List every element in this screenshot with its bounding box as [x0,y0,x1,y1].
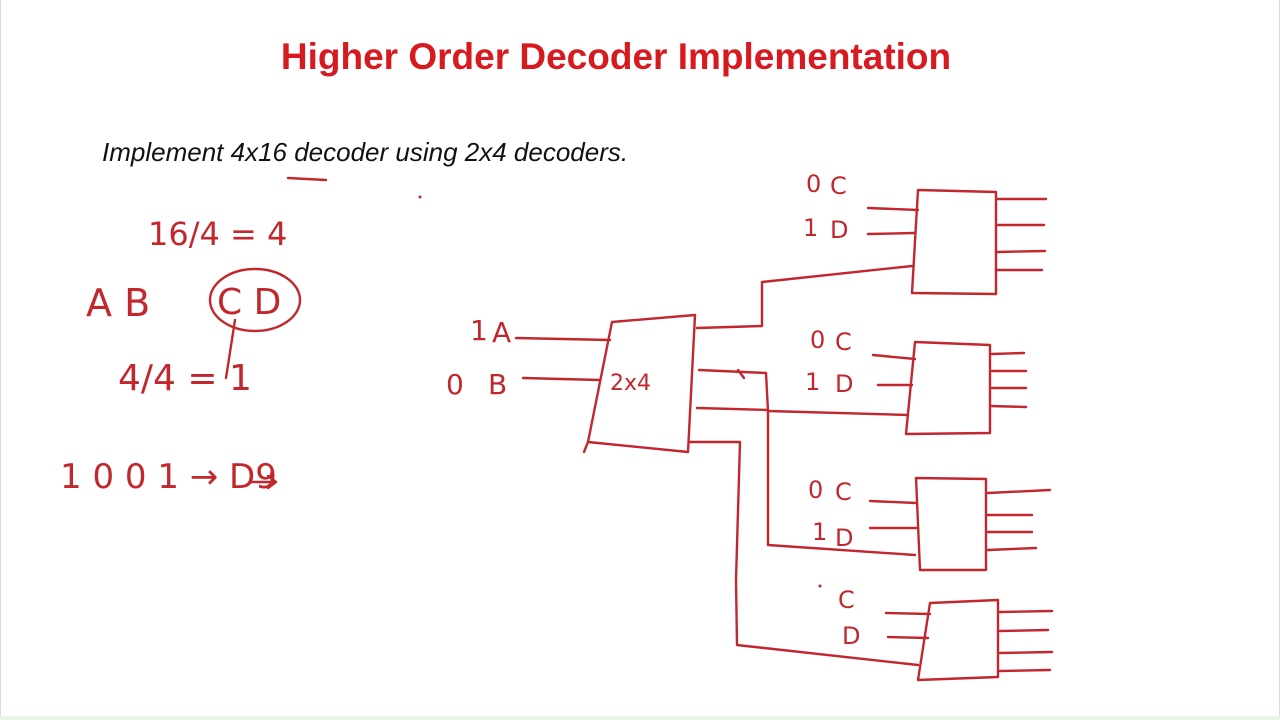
d1-name-d: D [830,216,848,244]
wire-output-1 [697,368,910,417]
input-bit-b: 0 [446,368,464,401]
input-line-b [521,376,602,382]
d1-bit-c: 0 [806,170,821,198]
input-line-a [514,336,612,342]
decoder-box-first-stage [586,313,697,454]
slide-subtitle: Implement 4x16 decoder using 2x4 decoder… [102,137,629,167]
d4-name-d: D [842,622,860,650]
annotation-example: 1 0 0 1 → D9 [60,457,277,497]
bottom-strip [0,716,1280,720]
annotation-ratio-16-4: 16/4 = 4 [148,215,287,253]
wire-output-3 [688,440,920,667]
d3-bit-c: 0 [808,476,823,504]
underline-mark [286,176,328,182]
d2-bit-c: 0 [810,326,825,354]
d1-name-c: C [830,172,847,200]
d1-bit-d: 1 [803,214,818,242]
d2-name-c: C [835,328,852,356]
input-name-a: A [492,316,511,349]
wire-output-0 [695,264,914,330]
circle-mark [208,267,302,333]
wire-output-2 [695,406,917,557]
input-name-b: B [488,368,507,401]
d2-bit-d: 1 [805,368,820,396]
decoder-box-2 [904,340,992,436]
d3-bit-d: 1 [812,518,827,546]
input-bit-a: 1 [470,314,488,347]
decoder-box-4 [916,598,1000,682]
decoder-box-3 [914,476,988,572]
d3-name-d: D [835,524,853,552]
d2-name-d: D [835,370,853,398]
annotation-inputs-cd: C D [217,282,281,323]
annotation-inputs-ab: A B [86,281,150,325]
d4-name-c: C [838,586,855,614]
decoder-box-1 [910,188,998,296]
d3-name-c: C [835,478,852,506]
annotation-ratio-4-4: 4/4 = 1 [118,358,252,399]
decoder-label-2x4: 2x4 [610,371,651,396]
slide-title: Higher Order Decoder Implementation [280,36,952,77]
